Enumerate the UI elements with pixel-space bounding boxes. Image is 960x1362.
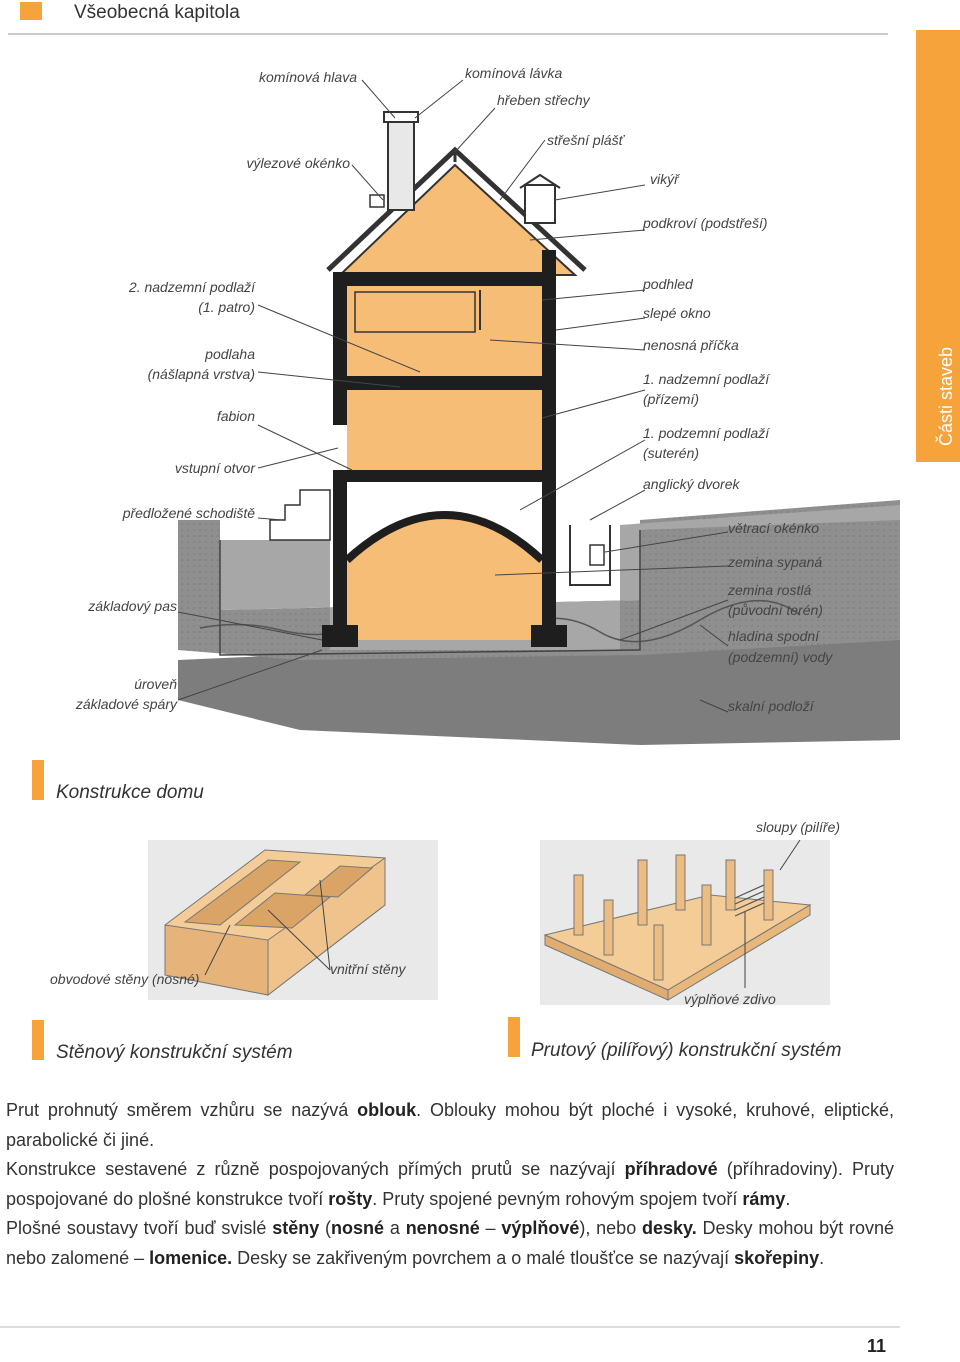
label-basement: 1. podzemní podlaží [643, 425, 770, 441]
footing-left [322, 625, 358, 647]
ground-floor-slab [333, 470, 556, 482]
label-groundwater-note: (podzemní) vody [728, 649, 833, 665]
label-second-floor: 2. nadzemní podlaží [128, 279, 255, 295]
first-floor-slab [333, 376, 556, 390]
label-ridge: hřeben střechy [497, 92, 590, 108]
side-tab[interactable]: Části staveb [916, 30, 960, 462]
label-footing-level-note: základové spáry [75, 696, 177, 712]
paragraph-truss: Konstrukce sestavené z různě pospojovaný… [6, 1159, 894, 1209]
label-floor: podlaha [205, 346, 255, 362]
label-vent-window: větrací okénko [728, 520, 820, 536]
label-columns: sloupy (pilíře) [756, 819, 841, 835]
page-number: 11 [867, 1336, 887, 1356]
label-attic: podkroví (podstřeší) [643, 215, 768, 231]
paragraph-arch: Prut prohnutý směrem vzhůru se nazývá ob… [6, 1100, 894, 1150]
label-native-soil-note: (původní terén) [728, 602, 823, 618]
entrance [333, 425, 347, 470]
attic-floor [333, 272, 556, 286]
paragraph-plates: Plošné soustavy tvoří buď svislé stěny (… [6, 1218, 895, 1268]
label-english-court: anglický dvorek [643, 476, 740, 492]
chimney [387, 119, 415, 211]
label-floor-note: (nášlapná vrstva) [147, 366, 255, 382]
section-marker-frame [508, 1017, 520, 1057]
label-backfill: zemina sypaná [728, 554, 823, 570]
cellar-vault [347, 515, 542, 640]
section-marker-wall [32, 1020, 44, 1060]
label-ground-floor: 1. nadzemní podlaží [643, 371, 770, 387]
dormer [524, 184, 556, 224]
label-chimney-walkway: komínová lávka [465, 65, 563, 81]
label-basement-note: (suterén) [643, 445, 700, 461]
label-blind-window: slepé okno [643, 305, 711, 321]
header-marker [20, 2, 42, 20]
section-title-frame-system: Prutový (pilířový) konstrukční systém [531, 1040, 842, 1061]
right-wall [542, 250, 556, 644]
label-chimney-head: komínová hlava [258, 69, 357, 85]
section-title-wall-system: Stěnový konstrukční systém [56, 1042, 293, 1063]
label-soffit: podhled [643, 276, 693, 292]
section-marker [32, 760, 44, 800]
label-partition: nenosná příčka [643, 337, 739, 353]
section-title-house: Konstrukce domu [56, 782, 204, 803]
label-ground-floor-note: (přízemí) [643, 391, 699, 407]
label-fillet: fabion [216, 408, 255, 424]
label-entrance: vstupní otvor [174, 460, 255, 476]
bedrock [178, 620, 900, 745]
footer-divider [0, 1326, 900, 1328]
label-native-soil: zemina rostlá [728, 582, 812, 598]
chapter-title: Všeobecná kapitola [74, 2, 240, 23]
label-dormer: vikýř [650, 171, 679, 187]
label-bedrock: skalní podloží [728, 698, 814, 714]
label-front-steps: předložené schodiště [122, 505, 255, 521]
label-footing-level: úroveň [134, 676, 177, 692]
header-divider [8, 33, 888, 35]
label-inner-walls: vnitřní stěny [330, 961, 406, 977]
label-second-floor-note: (1. patro) [198, 299, 255, 315]
label-roof-cladding: střešní plášť [547, 132, 624, 148]
front-steps [269, 489, 331, 541]
footing-right [531, 625, 567, 647]
label-outer-walls: obvodové stěny (nosné) [50, 971, 200, 987]
label-roof-hatch: výlezové okénko [246, 155, 350, 171]
label-footing: základový pas [88, 598, 177, 614]
label-infill-masonry: výplňové zdivo [684, 991, 776, 1007]
house-section-illustration [177, 79, 900, 745]
label-groundwater: hladina spodní [728, 628, 820, 644]
